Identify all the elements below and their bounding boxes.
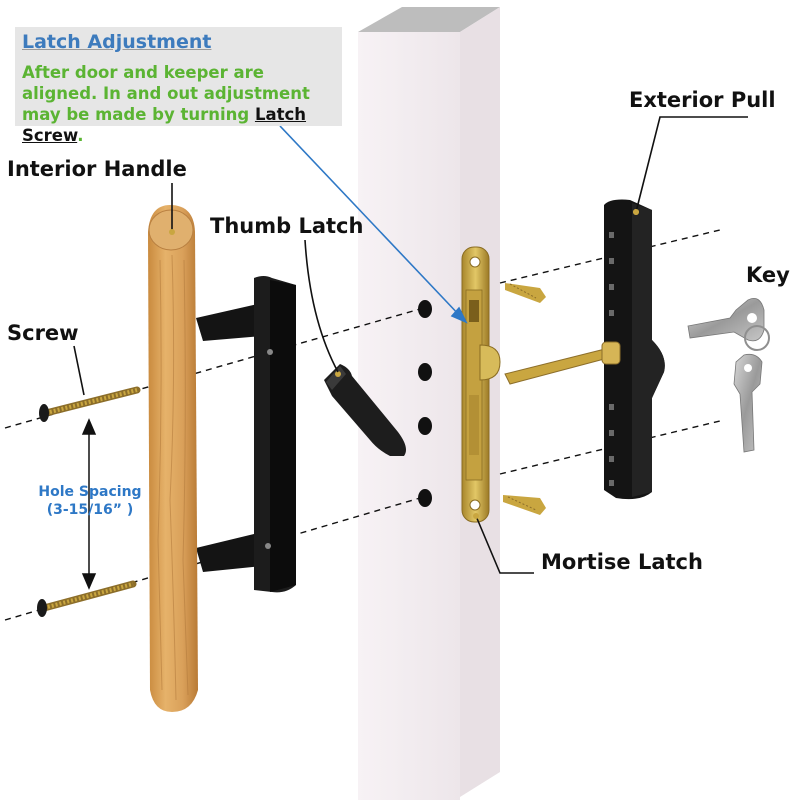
- door-top: [358, 7, 500, 32]
- mortise-latch-part: [461, 246, 501, 523]
- marker-dot: [633, 209, 639, 215]
- door-hole: [418, 300, 432, 318]
- screw-lower: [37, 580, 137, 617]
- leader-lines: [73, 116, 748, 574]
- label-screw: Screw: [7, 321, 79, 345]
- callout-body: After door and keeper are aligned. In an…: [22, 62, 342, 146]
- marker-dot: [473, 513, 479, 519]
- door-hole: [418, 489, 432, 507]
- label-key: Key: [746, 263, 790, 287]
- callout-latch-screw: Latch Screw: [22, 105, 307, 145]
- exterior-pull-part: [504, 199, 665, 500]
- label-interior-handle: Interior Handle: [7, 157, 187, 181]
- label-exterior-pull: Exterior Pull: [629, 88, 776, 112]
- wood-screw-upper: [505, 283, 546, 303]
- door-hole: [418, 417, 432, 435]
- thumb-latch-part: [324, 364, 406, 456]
- door-hole: [418, 363, 432, 381]
- label-hole-spacing-value: (3-15/16” ): [46, 502, 134, 518]
- marker-dot: [169, 229, 175, 235]
- keys-part: [687, 297, 770, 453]
- interior-handle-wood: [148, 205, 198, 712]
- latch-adjustment-callout: [15, 27, 342, 126]
- callout-body-text: After door and keeper are aligned. In an…: [22, 63, 310, 124]
- interior-handle-grip: [196, 276, 296, 593]
- callout-body-end: .: [77, 126, 84, 145]
- screw-upper: [39, 386, 141, 422]
- label-mortise-latch: Mortise Latch: [541, 550, 703, 574]
- label-hole-spacing: Hole Spacing: [38, 484, 142, 500]
- label-thumb-latch: Thumb Latch: [210, 214, 364, 238]
- callout-title: Latch Adjustment: [22, 31, 212, 53]
- hole-spacing-arrow: [81, 418, 97, 590]
- wood-screw-lower: [503, 495, 546, 515]
